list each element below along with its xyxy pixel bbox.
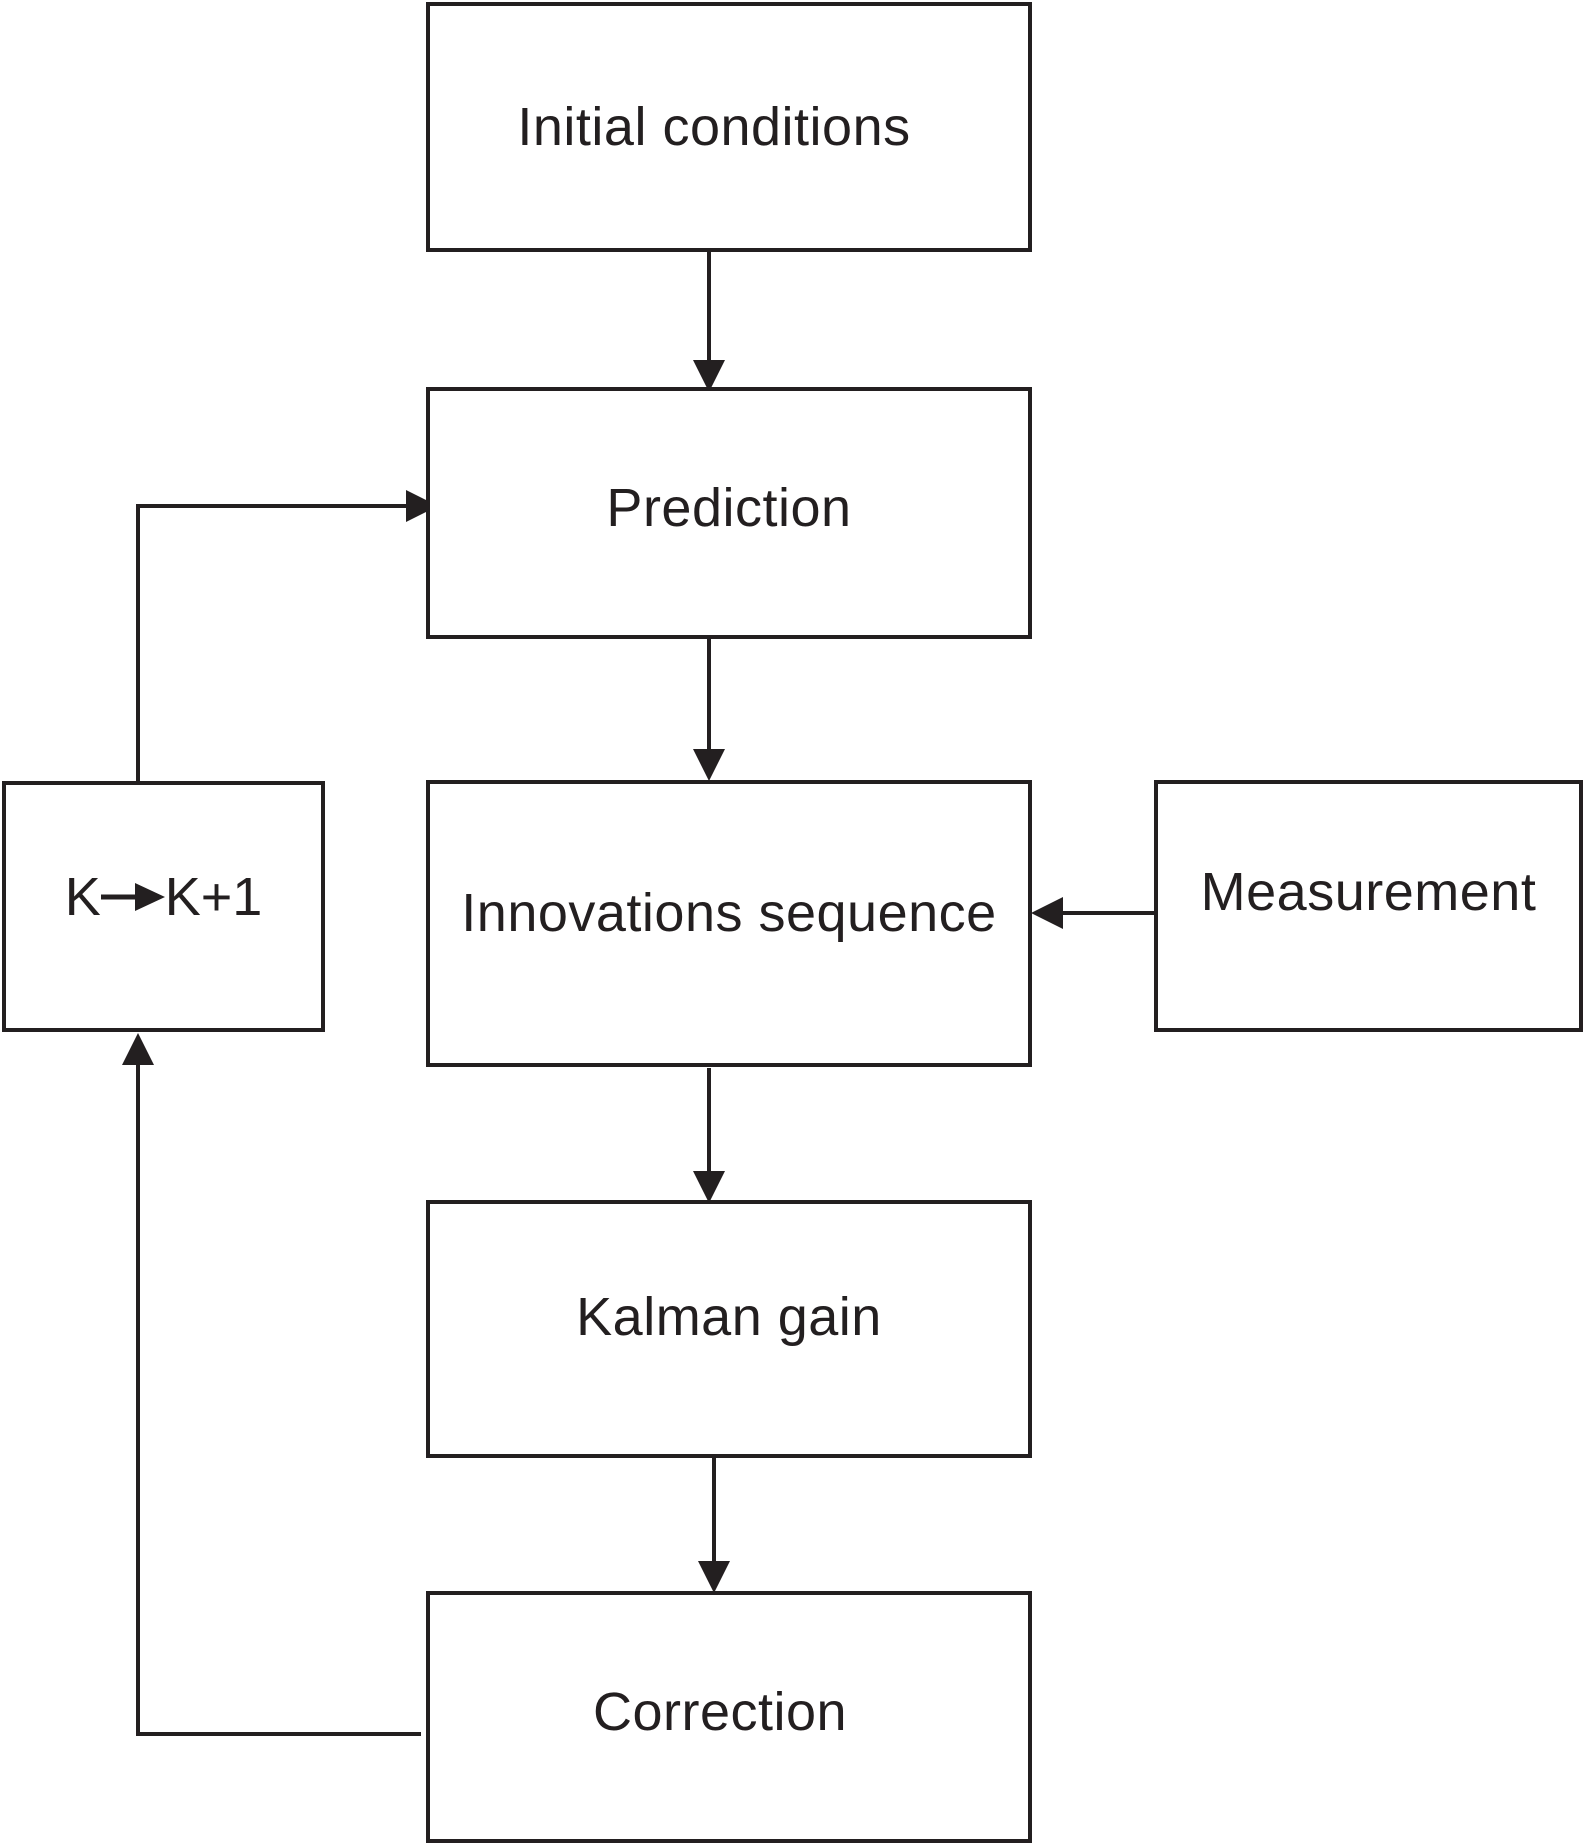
step-from-label: K [64,866,101,927]
step-label: K K+1 [65,870,263,924]
prediction-box: Prediction [426,387,1032,639]
measurement-box: Measurement [1154,780,1583,1032]
step-box: K K+1 [2,781,325,1032]
measurement-label: Measurement [1200,862,1537,922]
arrow-correction-to-step [122,1033,421,1736]
initial-conditions-box: Initial conditions [426,2,1032,252]
innovations-sequence-label: Innovations sequence [461,882,997,943]
correction-label: Correction [592,1682,848,1742]
kalman-gain-label: Kalman gain [576,1287,882,1347]
initial-conditions-label: Initial conditions [517,97,911,157]
correction-box: Correction [426,1591,1032,1843]
right-arrow-icon [100,882,165,911]
arrow-step-to-prediction [136,490,438,782]
innovations-sequence-box: Innovations sequence [426,780,1032,1067]
kalman-gain-box: Kalman gain [426,1200,1032,1458]
step-to-label: K+1 [164,866,263,927]
prediction-label: Prediction [606,478,852,538]
